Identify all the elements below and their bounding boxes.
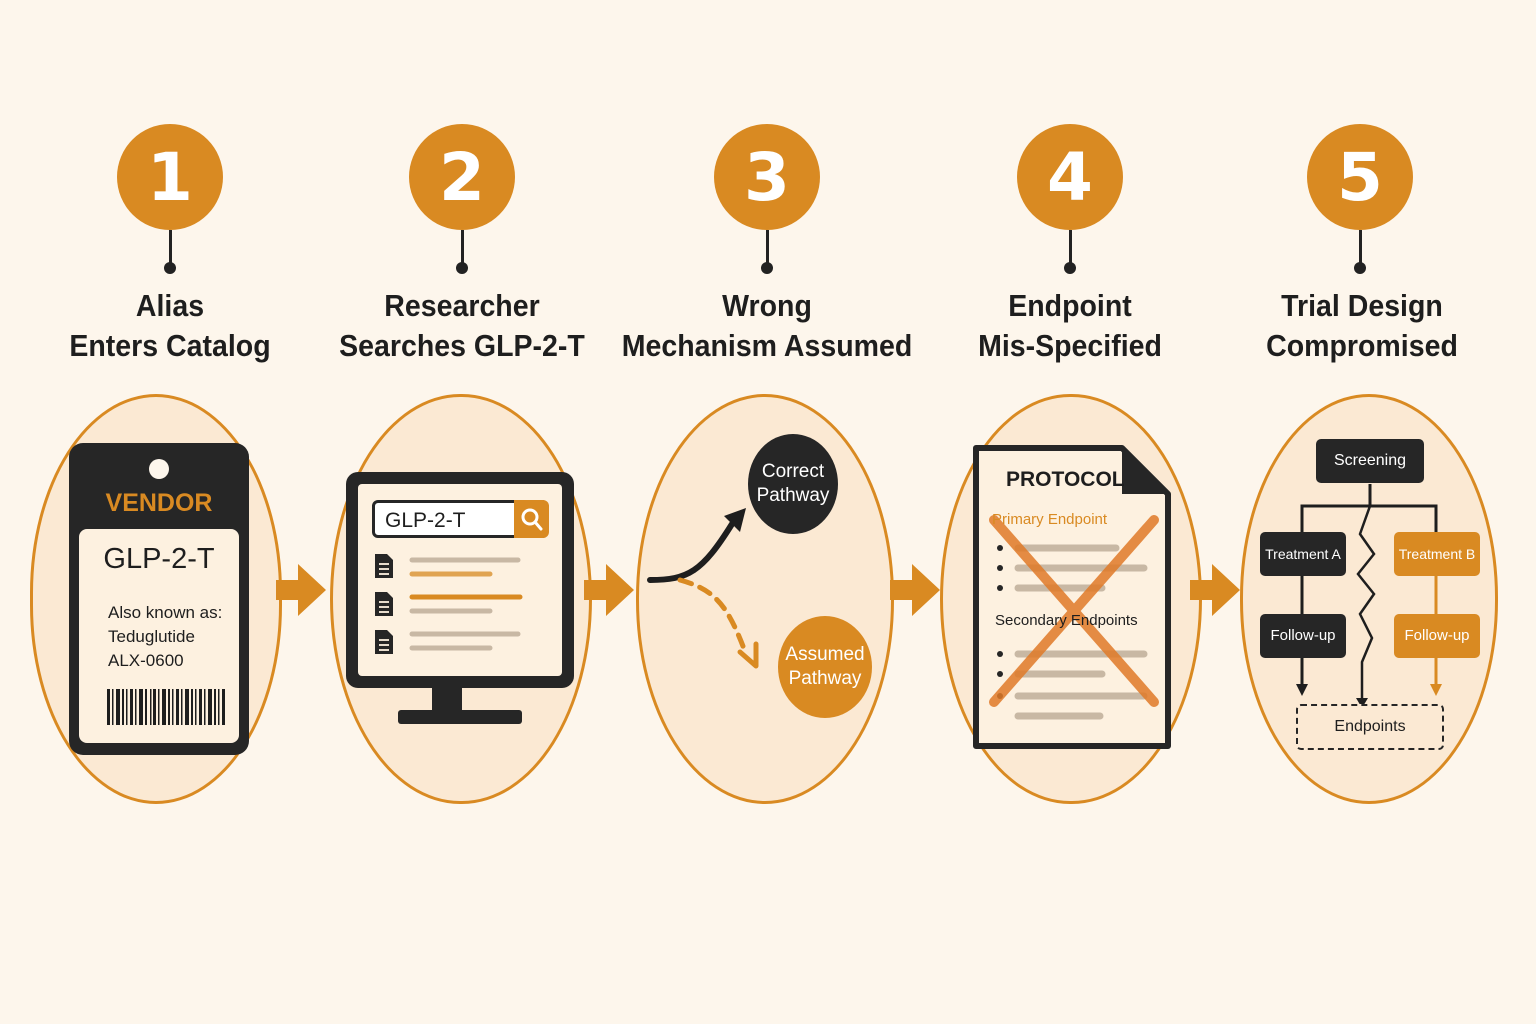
tag-hole [149, 459, 169, 479]
search-results [375, 554, 523, 654]
correct-pathway-label: Pathway [756, 485, 830, 506]
connector-line [169, 230, 172, 266]
correct-path-arrow [647, 521, 735, 583]
pathway-arrows [647, 508, 759, 669]
step-title-3: Wrong Mechanism Assumed [611, 286, 924, 366]
treatment-a-box: Treatment A [1260, 532, 1346, 576]
right-arrow-icon [584, 564, 634, 616]
barcode-icon [107, 689, 225, 725]
primary-endpoint-label: Primary Endpoint [992, 511, 1108, 528]
step-title-1: Alias Enters Catalog [14, 286, 327, 366]
step-title-line: Enters Catalog [69, 328, 271, 363]
document-icon [375, 554, 393, 654]
vendor-tag: VENDOR GLP-2-T Also known as: Teduglutid… [69, 443, 249, 755]
connector-line [766, 230, 769, 266]
monitor-base [398, 710, 522, 724]
step-number-4: 4 [1017, 124, 1123, 230]
protocol-heading: PROTOCOL [1006, 468, 1125, 491]
step-title-4: Endpoint Mis-Specified [914, 286, 1227, 366]
assumed-pathway-label: Assumed [785, 644, 865, 665]
step-title-2: Researcher Searches GLP-2-T [306, 286, 619, 366]
trial-flow-lines [1296, 484, 1442, 708]
step-title-line: Compromised [1266, 328, 1458, 363]
secondary-endpoints-label: Secondary Endpoints [995, 612, 1138, 629]
connector-line [1069, 230, 1072, 266]
tag-card: GLP-2-T Also known as: Teduglutide ALX-0… [79, 529, 239, 743]
step-title-5: Trial Design Compromised [1206, 286, 1519, 366]
search-button[interactable] [514, 500, 549, 538]
right-arrow-icon [276, 564, 326, 616]
vendor-label: VENDOR [105, 489, 213, 517]
assumed-pathway-label: Pathway [788, 668, 862, 689]
step-title-line: Trial Design [1281, 288, 1443, 323]
step-title-line: Researcher [384, 288, 540, 323]
tag-product-name: GLP-2-T [103, 543, 215, 575]
right-arrow-icon [1190, 564, 1240, 616]
followup-a-box: Follow-up [1260, 614, 1346, 658]
protocol-document [973, 445, 1171, 749]
cross-out-icon [989, 515, 1159, 707]
step-title-line: Mis-Specified [978, 328, 1162, 363]
step-number-3: 3 [714, 124, 820, 230]
correct-pathway-label: Correct [761, 461, 825, 482]
search-query: GLP-2-T [385, 509, 466, 532]
connector-dot [456, 262, 468, 274]
connector-dot [761, 262, 773, 274]
step-number-1: 1 [117, 124, 223, 230]
connector-line [461, 230, 464, 266]
aka-label: Also known as: [108, 603, 223, 622]
step-number-2: 2 [409, 124, 515, 230]
followup-b-box: Follow-up [1394, 614, 1480, 658]
step-title-line: Alias [135, 288, 205, 323]
screening-box: Screening [1316, 439, 1424, 483]
endpoints-box: Endpoints [1296, 704, 1444, 750]
right-arrow-icon [890, 564, 940, 616]
treatment-b-box: Treatment B [1394, 532, 1480, 576]
assumed-pathway-node: Assumed Pathway [778, 616, 872, 718]
search-icon [521, 508, 543, 531]
connector-dot [1354, 262, 1366, 274]
step-title-line: Wrong [722, 288, 812, 323]
connector-line [1359, 230, 1362, 266]
step-title-line: Mechanism Assumed [621, 328, 913, 363]
step-title-line: Searches GLP-2-T [339, 328, 585, 363]
alias-1: Teduglutide [108, 627, 195, 646]
correct-pathway-node: Correct Pathway [748, 434, 838, 534]
monitor-stand [432, 688, 462, 712]
assumed-path-arrow [677, 577, 749, 657]
step-title-line: Endpoint [1008, 288, 1132, 323]
connector-dot [1064, 262, 1076, 274]
step-number-5: 5 [1307, 124, 1413, 230]
connector-dot [164, 262, 176, 274]
alias-2: ALX-0600 [108, 651, 184, 670]
